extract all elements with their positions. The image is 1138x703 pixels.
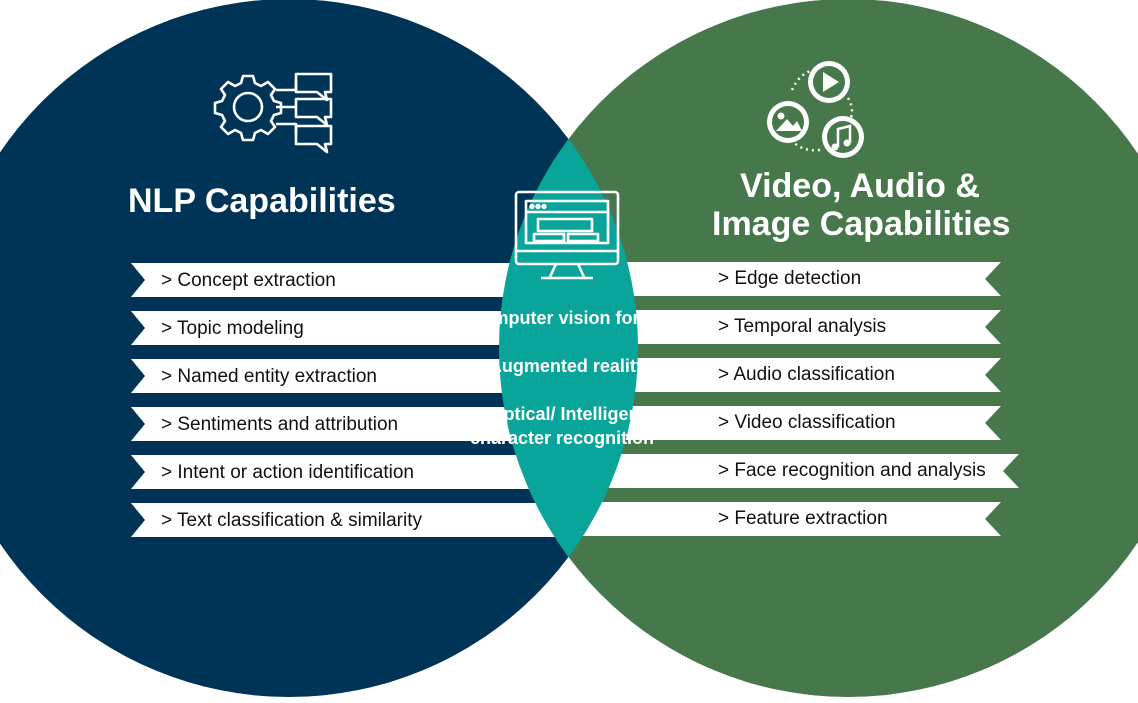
shared-item-ocr-line1: > Optical/ Intelligent: [474, 404, 646, 424]
media-cycle-icon: [767, 61, 864, 158]
media-title-line2: Image Capabilities: [712, 205, 1011, 243]
media-item-feature-extraction: > Feature extraction: [718, 508, 888, 529]
media-ribbon: [560, 358, 1001, 392]
nlp-ribbon: [131, 455, 580, 489]
nlp-item-intent: > Intent or action identification: [161, 462, 414, 483]
nlp-item-topic-modeling: > Topic modeling: [161, 318, 304, 339]
media-item-face-recognition: > Face recognition and analysis: [718, 460, 986, 481]
shared-item-ocr-line2: character recognition: [470, 428, 655, 448]
media-ribbon: [560, 454, 1019, 488]
nlp-ribbon: [131, 407, 580, 441]
media-item-edge-detection: > Edge detection: [718, 268, 862, 289]
nlp-item-text-classification: > Text classification & similarity: [161, 510, 422, 531]
gear-chat-icon: [213, 72, 333, 154]
monitor-icon: [514, 190, 620, 280]
nlp-ribbon: [131, 311, 580, 345]
nlp-item-named-entity: > Named entity extraction: [161, 366, 377, 387]
media-ribbon: [560, 262, 1001, 296]
media-ribbon: [560, 502, 1001, 536]
nlp-ribbons: [131, 263, 580, 537]
media-item-video-classification: > Video classification: [718, 412, 896, 433]
shared-item-computer-vision: > Computer vision for text: [453, 308, 677, 328]
media-item-temporal-analysis: > Temporal analysis: [718, 316, 887, 337]
media-ribbon: [560, 310, 1001, 344]
nlp-ribbon: [131, 359, 580, 393]
nlp-ribbon: [131, 503, 580, 537]
shared-item-augmented-reality: > Augmented reality: [474, 356, 646, 376]
media-ribbons: [560, 262, 1019, 536]
media-ribbon: [560, 406, 1001, 440]
media-title-line1: Video, Audio &: [740, 167, 980, 205]
nlp-item-sentiments: > Sentiments and attribution: [161, 414, 399, 435]
media-item-audio-classification: > Audio classification: [718, 364, 895, 385]
nlp-ribbon: [131, 263, 580, 297]
nlp-title: NLP Capabilities: [128, 182, 396, 220]
nlp-item-concept-extraction: > Concept extraction: [161, 270, 336, 291]
